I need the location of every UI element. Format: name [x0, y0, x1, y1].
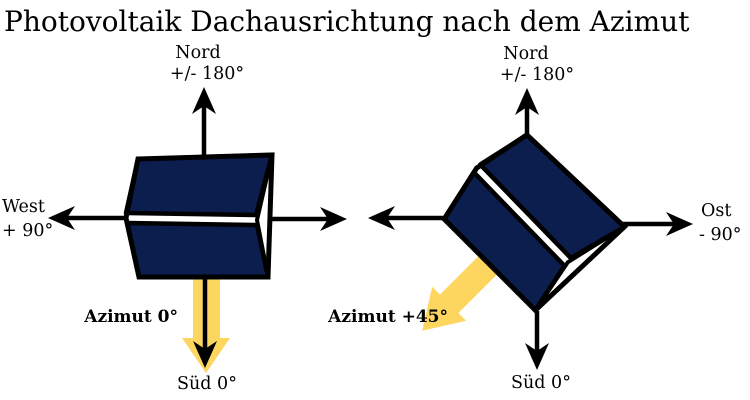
north-arrowhead-icon — [515, 88, 539, 115]
azimuth-label: Azimut +45° — [327, 307, 448, 327]
east-arrowhead-icon — [666, 212, 693, 236]
east-label: Ost — [701, 201, 731, 221]
north-arrow — [515, 88, 539, 137]
roof-outline — [440, 131, 629, 314]
southwest-facing-roof-diagram: Nord +/- 180° Ost - 90° Azimut +45° Süd … — [327, 44, 741, 393]
north-label: Nord — [503, 44, 548, 64]
east-arrow — [616, 212, 693, 236]
east-value-label: - 90° — [699, 225, 742, 245]
west-value-label: + 90° — [2, 221, 53, 241]
roof-shape — [440, 131, 629, 314]
roof-shape — [123, 152, 275, 280]
azimuth-arrow — [422, 250, 503, 331]
east-arrow — [266, 207, 347, 231]
north-value-label: +/- 180° — [500, 65, 574, 85]
west-label: West — [2, 197, 45, 217]
south-facing-roof-diagram: Nord +/- 180° West + 90° Azimut 0° Süd 0… — [2, 43, 347, 394]
south-label: Süd 0° — [177, 374, 237, 394]
azimuth-label: Azimut 0° — [83, 307, 178, 327]
south-arrowhead-icon — [193, 341, 217, 368]
south-arrowhead-icon — [525, 343, 549, 370]
north-arrowhead-icon — [192, 87, 216, 114]
north-value-label: +/- 180° — [170, 64, 244, 84]
page-title: Photovoltaik Dachausrichtung nach dem Az… — [4, 5, 690, 38]
west-arrow — [368, 206, 443, 230]
roof-panel-south — [124, 220, 271, 280]
south-arrow — [525, 311, 549, 370]
north-label: Nord — [175, 43, 220, 63]
south-arrow — [193, 279, 217, 368]
roof-outline — [123, 152, 275, 280]
north-arrow — [192, 87, 216, 158]
south-label: Süd 0° — [511, 373, 571, 393]
roof-panel-north — [123, 152, 275, 218]
west-arrowhead-icon — [368, 206, 395, 230]
east-arrowhead-icon — [320, 207, 347, 231]
west-arrow — [48, 206, 128, 230]
west-arrowhead-icon — [48, 206, 75, 230]
